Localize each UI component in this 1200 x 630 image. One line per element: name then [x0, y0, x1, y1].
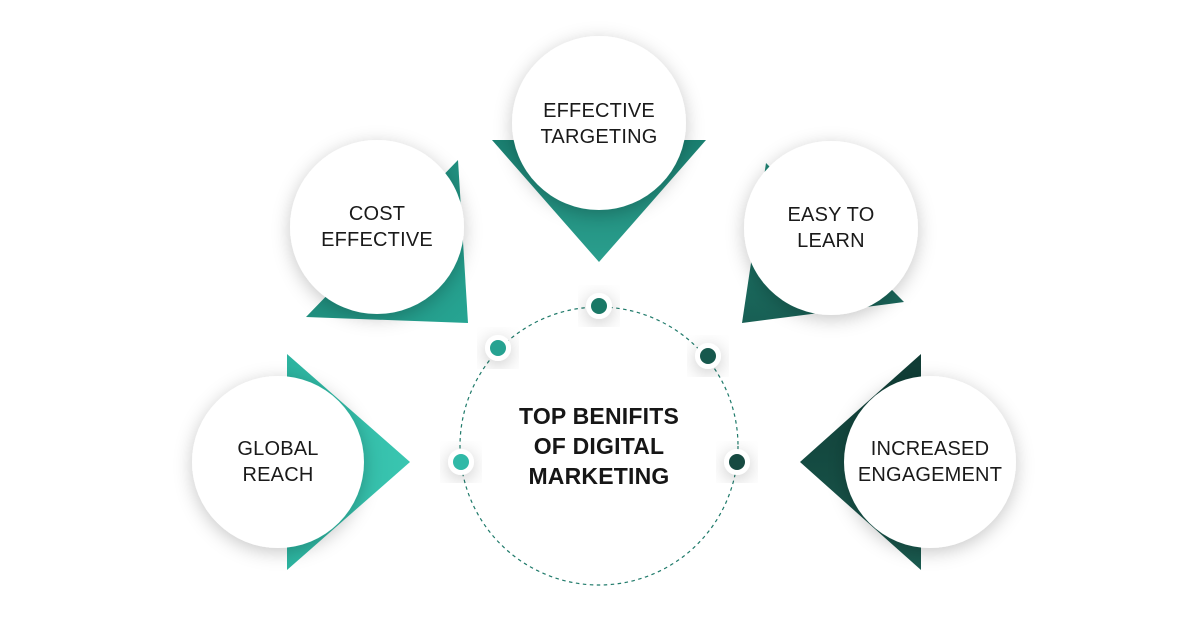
- global-reach-line-2: REACH: [242, 464, 314, 486]
- effective-targeting-line-2: TARGETING: [540, 126, 658, 148]
- cost-effective-line-2: EFFECTIVE: [321, 229, 433, 251]
- effective-targeting-line-1: EFFECTIVE: [543, 100, 655, 122]
- center-title: TOP BENIFITS OF DIGITAL MARKETING: [489, 396, 709, 496]
- ring-node-right: [724, 449, 750, 475]
- effective-targeting-label: EFFECTIVE TARGETING: [514, 84, 684, 164]
- easy-to-learn-line-1: EASY TO: [787, 204, 875, 226]
- ring-node-upper-right: [695, 343, 721, 369]
- global-reach-label: GLOBAL REACH: [198, 422, 358, 502]
- center-title-line-2: OF DIGITAL: [533, 433, 665, 459]
- increased-engagement-label: INCREASED ENGAGEMENT: [850, 422, 1010, 502]
- easy-to-learn-label: EASY TO LEARN: [751, 188, 911, 268]
- global-reach-line-1: GLOBAL: [237, 438, 319, 460]
- center-title-line-1: TOP BENIFITS: [518, 403, 680, 429]
- increased-engagement-line-1: INCREASED: [870, 438, 990, 460]
- cost-effective-label: COST EFFECTIVE: [297, 187, 457, 267]
- increased-engagement-line-2: ENGAGEMENT: [857, 464, 1003, 486]
- easy-to-learn-line-2: LEARN: [797, 230, 865, 252]
- cost-effective-bubble: [290, 140, 464, 314]
- cost-effective-line-1: COST: [348, 203, 406, 225]
- ring-node-upper-left: [485, 335, 511, 361]
- ring-node-left: [448, 449, 474, 475]
- easy-to-learn-bubble: [744, 141, 918, 315]
- center-title-line-3: MARKETING: [528, 463, 670, 489]
- ring-node-top: [586, 293, 612, 319]
- global-reach-bubble: [192, 376, 364, 548]
- increased-engagement-bubble: [844, 376, 1016, 548]
- effective-targeting-bubble: [512, 36, 686, 210]
- center-dashed-ring: [459, 306, 739, 586]
